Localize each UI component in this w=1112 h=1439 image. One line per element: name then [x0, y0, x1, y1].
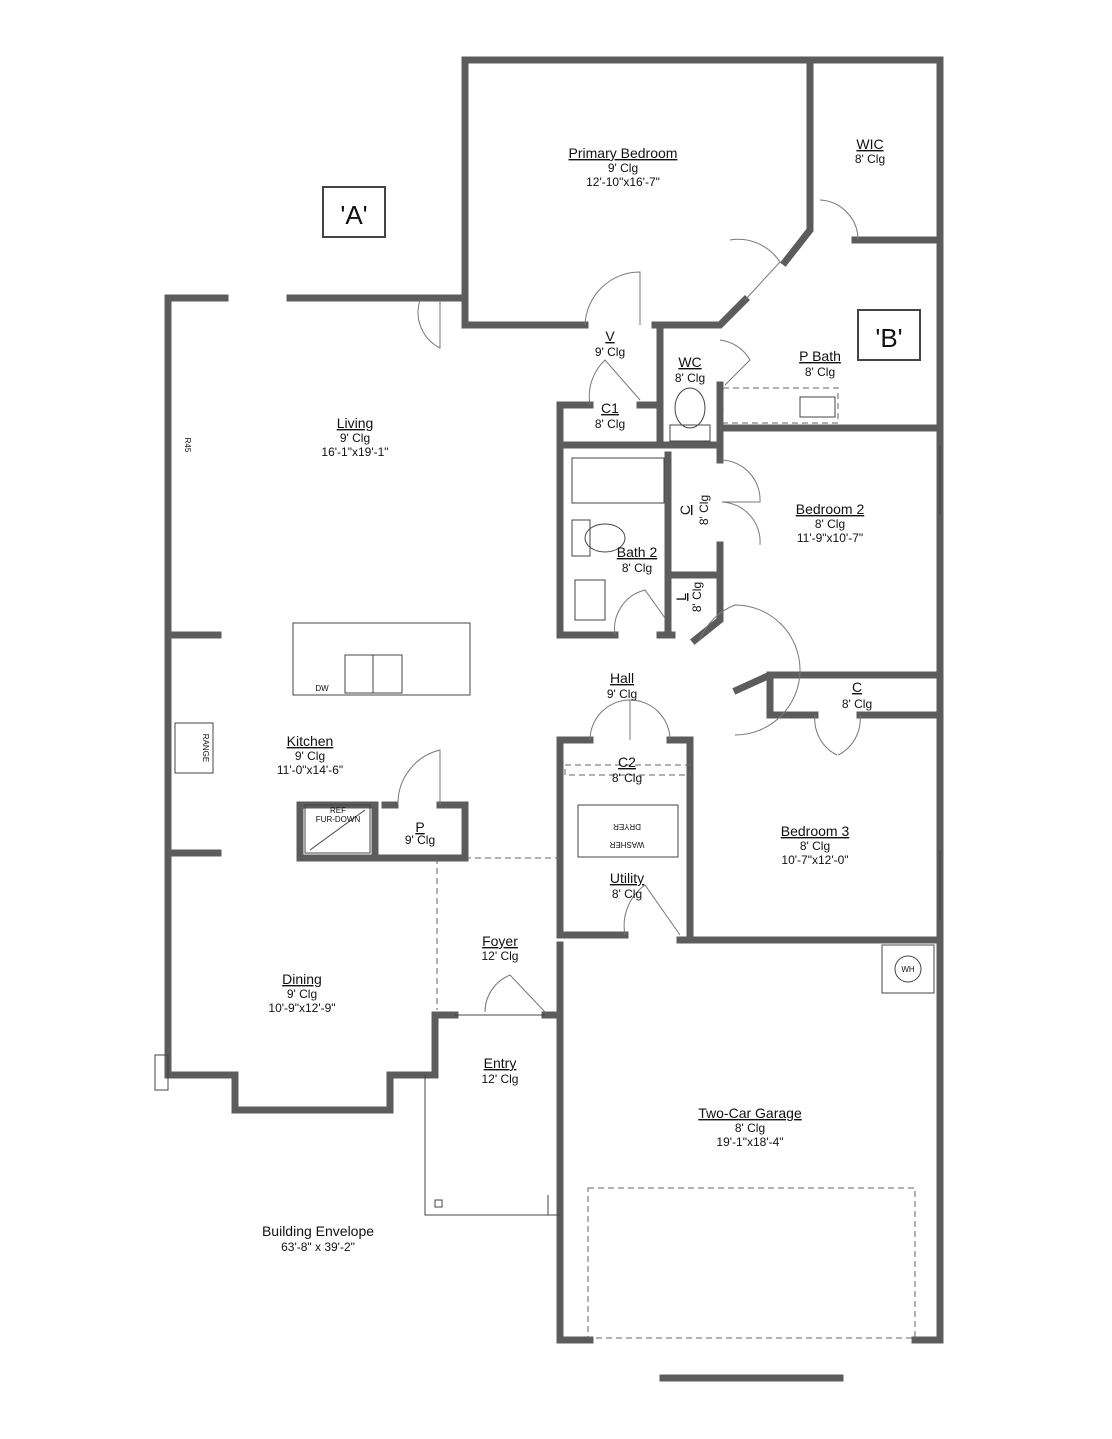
- room-ceiling: 9' Clg: [340, 431, 370, 445]
- room-linen: L 8' Clg: [673, 582, 704, 612]
- room-size: 11'-9"x10'-7": [797, 531, 863, 545]
- room-ceiling: 9' Clg: [595, 345, 625, 359]
- room-foyer: Foyer 12' Clg: [482, 933, 519, 963]
- room-primary-bedroom: Primary Bedroom 9' Clg 12'-10"x16'-7": [569, 145, 678, 189]
- room-dining: Dining 9' Clg 10'-9"x12'-9": [268, 971, 335, 1015]
- room-pantry: P 9' Clg: [405, 819, 435, 847]
- room-bedroom3: Bedroom 3 8' Clg 10'-7"x12'-0": [781, 823, 850, 867]
- room-name: Living: [337, 415, 374, 431]
- room-ceiling: 8' Clg: [595, 417, 625, 431]
- room-ceiling: 9' Clg: [608, 161, 638, 175]
- room-ceiling: 9' Clg: [405, 833, 435, 847]
- room-name: Two-Car Garage: [698, 1105, 802, 1121]
- dryer-label: DRYER: [613, 822, 641, 831]
- room-ceiling: 8' Clg: [842, 697, 872, 711]
- room-ceiling: 8' Clg: [855, 152, 885, 166]
- room-ceiling: 9' Clg: [287, 987, 317, 1001]
- room-name: Bath 2: [617, 544, 658, 560]
- range-label: RANGE: [201, 734, 210, 762]
- room-size: 12'-10"x16'-7": [586, 175, 660, 189]
- room-p-bath: P Bath 8' Clg: [799, 348, 841, 379]
- room-bath2: Bath 2 8' Clg: [617, 544, 658, 575]
- room-ceiling: 8' Clg: [815, 517, 845, 531]
- room-wic: WIC 8' Clg: [855, 136, 885, 166]
- room-garage: Two-Car Garage 8' Clg 19'-1"x18'-4": [698, 1105, 802, 1149]
- room-ceiling: 8' Clg: [805, 365, 835, 379]
- room-name: V: [605, 328, 615, 344]
- room-name: Primary Bedroom: [569, 145, 678, 161]
- room-entry: Entry 12' Clg: [482, 1055, 519, 1086]
- room-size: 11'-0"x14'-6": [277, 763, 343, 777]
- room-kitchen: Kitchen 9' Clg 11'-0"x14'-6": [277, 733, 343, 777]
- elevation-tag-b: 'B': [875, 323, 902, 353]
- room-name: WC: [678, 354, 701, 370]
- ref-label: REF: [330, 806, 346, 815]
- details: [154, 387, 941, 1339]
- room-name: Kitchen: [287, 733, 334, 749]
- door-swings: [397, 199, 861, 1013]
- room-ceiling: 8' Clg: [675, 371, 705, 385]
- room-ceiling: 8' Clg: [800, 839, 830, 853]
- room-name: Entry: [484, 1055, 517, 1071]
- walls: [164, 56, 944, 1382]
- room-hall: Hall 9' Clg: [607, 670, 637, 701]
- room-ceiling: 9' Clg: [295, 749, 325, 763]
- room-name: C: [677, 505, 693, 515]
- elevation-tag-a: 'A': [340, 200, 367, 230]
- room-c1: C1 8' Clg: [595, 400, 625, 431]
- room-ceiling: 12' Clg: [482, 949, 519, 963]
- elevation-tag-a-box: [322, 186, 386, 238]
- room-name: Bedroom 2: [796, 501, 865, 517]
- room-name: C1: [601, 400, 619, 416]
- room-name: C: [852, 679, 862, 695]
- room-name: Foyer: [482, 933, 518, 949]
- dishwasher-label: DW: [315, 684, 329, 693]
- room-c2: C2 8' Clg: [612, 754, 642, 785]
- room-size: 10'-9"x12'-9": [268, 1001, 335, 1015]
- envelope-size: 63'-8" x 39'-2": [281, 1240, 355, 1254]
- room-ceiling: 8' Clg: [697, 495, 711, 525]
- building-envelope: Building Envelope 63'-8" x 39'-2": [262, 1223, 374, 1254]
- r45-label: R45: [183, 438, 192, 453]
- room-closet-bed2: C 8' Clg: [677, 495, 711, 525]
- room-name: P Bath: [799, 348, 841, 364]
- room-name: P: [415, 819, 424, 835]
- room-ceiling: 9' Clg: [607, 687, 637, 701]
- elevation-tag-b-box: [857, 309, 921, 361]
- room-size: 19'-1"x18'-4": [716, 1135, 783, 1149]
- room-ceiling: 8' Clg: [612, 771, 642, 785]
- room-size: 10'-7"x12'-0": [781, 853, 848, 867]
- room-ceiling: 8' Clg: [622, 561, 652, 575]
- room-ceiling: 8' Clg: [735, 1121, 765, 1135]
- washer-label: WASHER: [609, 840, 644, 849]
- room-name: C2: [618, 754, 636, 770]
- room-v: V 9' Clg: [595, 328, 625, 359]
- room-ceiling: 12' Clg: [482, 1072, 519, 1086]
- room-name: Dining: [282, 971, 322, 987]
- room-name: L: [673, 593, 689, 601]
- room-bedroom2: Bedroom 2 8' Clg 11'-9"x10'-7": [796, 501, 865, 545]
- room-name: Utility: [610, 870, 644, 886]
- room-wc: WC 8' Clg: [675, 354, 705, 385]
- room-utility: Utility 8' Clg: [610, 870, 644, 901]
- fur-down-label: FUR-DOWN: [316, 815, 361, 824]
- room-ceiling: 8' Clg: [690, 582, 704, 612]
- envelope-title: Building Envelope: [262, 1223, 374, 1239]
- room-ceiling: 8' Clg: [612, 887, 642, 901]
- room-size: 16'-1"x19'-1": [321, 445, 388, 459]
- room-closet-bed3: C 8' Clg: [842, 679, 872, 711]
- water-heater-label: WH: [901, 965, 915, 974]
- room-name: Bedroom 3: [781, 823, 850, 839]
- room-name: Hall: [610, 670, 634, 686]
- room-name: WIC: [856, 136, 883, 152]
- room-living: Living 9' Clg 16'-1"x19'-1": [321, 415, 388, 459]
